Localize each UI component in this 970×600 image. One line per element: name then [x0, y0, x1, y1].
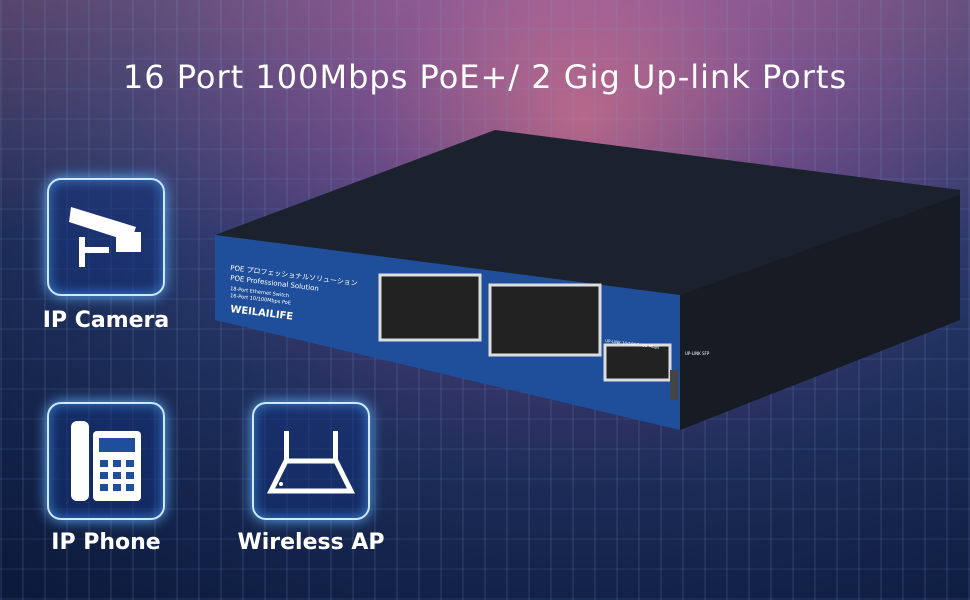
port-block-1 — [378, 273, 482, 342]
port-block-2 — [488, 283, 602, 357]
cctv-camera-icon — [69, 207, 141, 267]
wireless-ap-tile — [252, 402, 370, 520]
svg-text:UP-LINK SFP: UP-LINK SFP — [685, 351, 710, 356]
switch-side — [680, 195, 960, 430]
headline: 16 Port 100Mbps PoE+/ 2 Gig Up-link Port… — [122, 58, 848, 96]
ip-phone-label: IP Phone — [51, 530, 161, 555]
uplink-ports — [603, 343, 672, 382]
wireless-router-icon — [266, 431, 356, 494]
wireless-ap-label: Wireless AP — [237, 530, 385, 555]
desk-phone-icon — [71, 421, 141, 501]
poe-switch-image: POE プロフェッショナルソリューション POE Professional So… — [215, 130, 960, 430]
svg-text:UP-LINK 10/100/1000 Mbps: UP-LINK 10/100/1000 Mbps — [605, 338, 660, 350]
ip-phone-tile — [47, 402, 165, 520]
ip-camera-label: IP Camera — [42, 308, 170, 333]
ip-camera-tile — [47, 178, 165, 296]
